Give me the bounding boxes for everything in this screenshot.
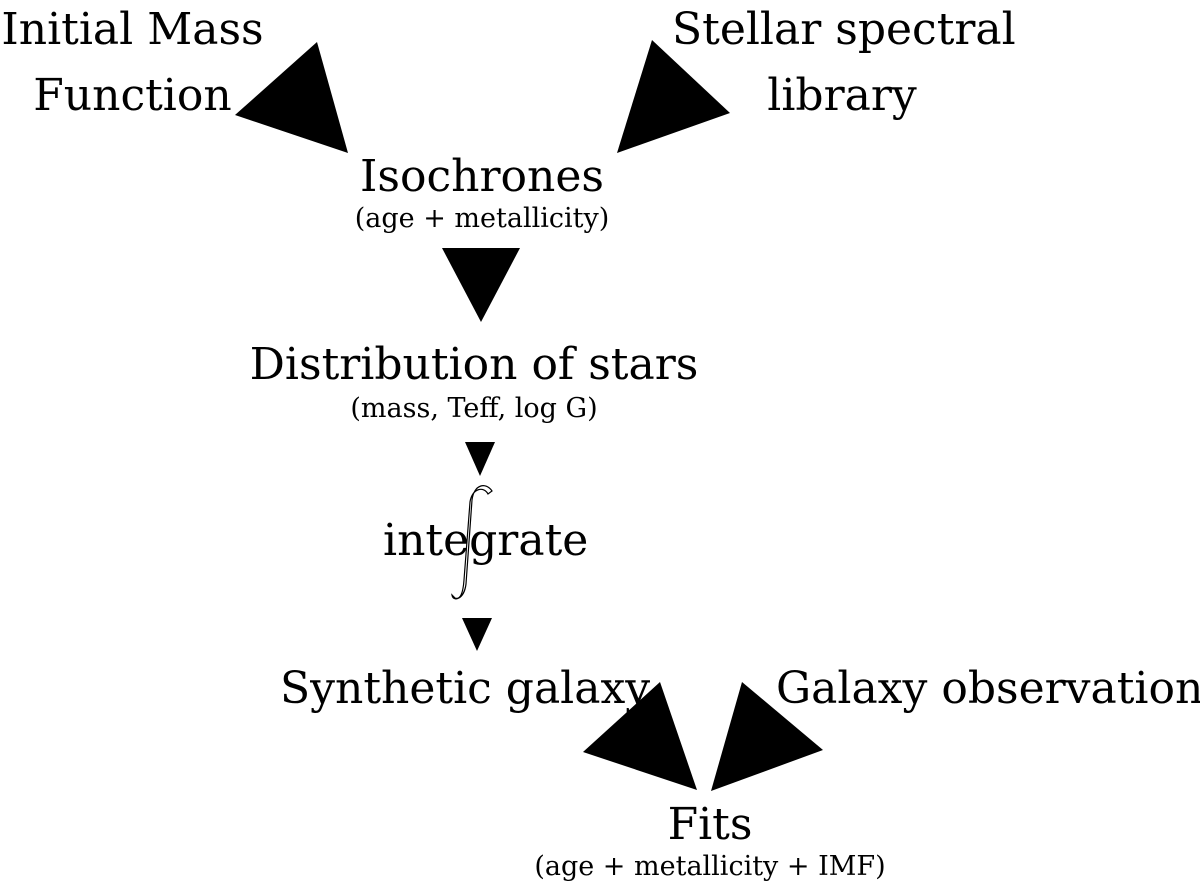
imf-line2: Function — [33, 70, 232, 121]
node-stellar-spectral-library: Stellar spectral library — [672, 4, 1016, 121]
arrow-integrate-to-synthetic — [462, 618, 492, 651]
fits-title: Fits — [667, 799, 753, 850]
isochrones-subtitle: (age + metallicity) — [354, 203, 610, 234]
node-initial-mass-function: Initial Mass Function — [0, 8, 265, 118]
node-distribution-of-stars: Distribution of stars (mass, Teff, log G… — [234, 339, 714, 424]
node-isochrones: Isochrones (age + metallicity) — [332, 151, 632, 234]
library-line1: Stellar spectral — [672, 4, 1016, 55]
arrow-isochrones-to-distribution — [442, 248, 520, 322]
integral-sign-icon — [451, 485, 493, 600]
node-synthetic-galaxy: Synthetic galaxy — [280, 663, 651, 714]
node-fits: Fits (age + metallicity + IMF) — [510, 799, 910, 882]
arrow-library-to-isochrones — [617, 40, 730, 153]
fits-subtitle: (age + metallicity + IMF) — [534, 851, 886, 882]
library-line2: library — [767, 70, 917, 121]
integrate-label: integrate — [383, 515, 589, 566]
arrow-imf-to-isochrones — [235, 42, 348, 153]
arrow-observation-to-fits — [711, 682, 823, 791]
distribution-subtitle: (mass, Teff, log G) — [350, 393, 598, 424]
node-galaxy-observation: Galaxy observation — [776, 663, 1200, 714]
imf-line1: Initial Mass — [1, 4, 264, 55]
arrow-synthetic-to-fits — [583, 682, 697, 790]
distribution-title: Distribution of stars — [249, 339, 699, 390]
isochrones-title: Isochrones — [360, 151, 604, 202]
arrow-distribution-to-integrate — [465, 442, 495, 476]
